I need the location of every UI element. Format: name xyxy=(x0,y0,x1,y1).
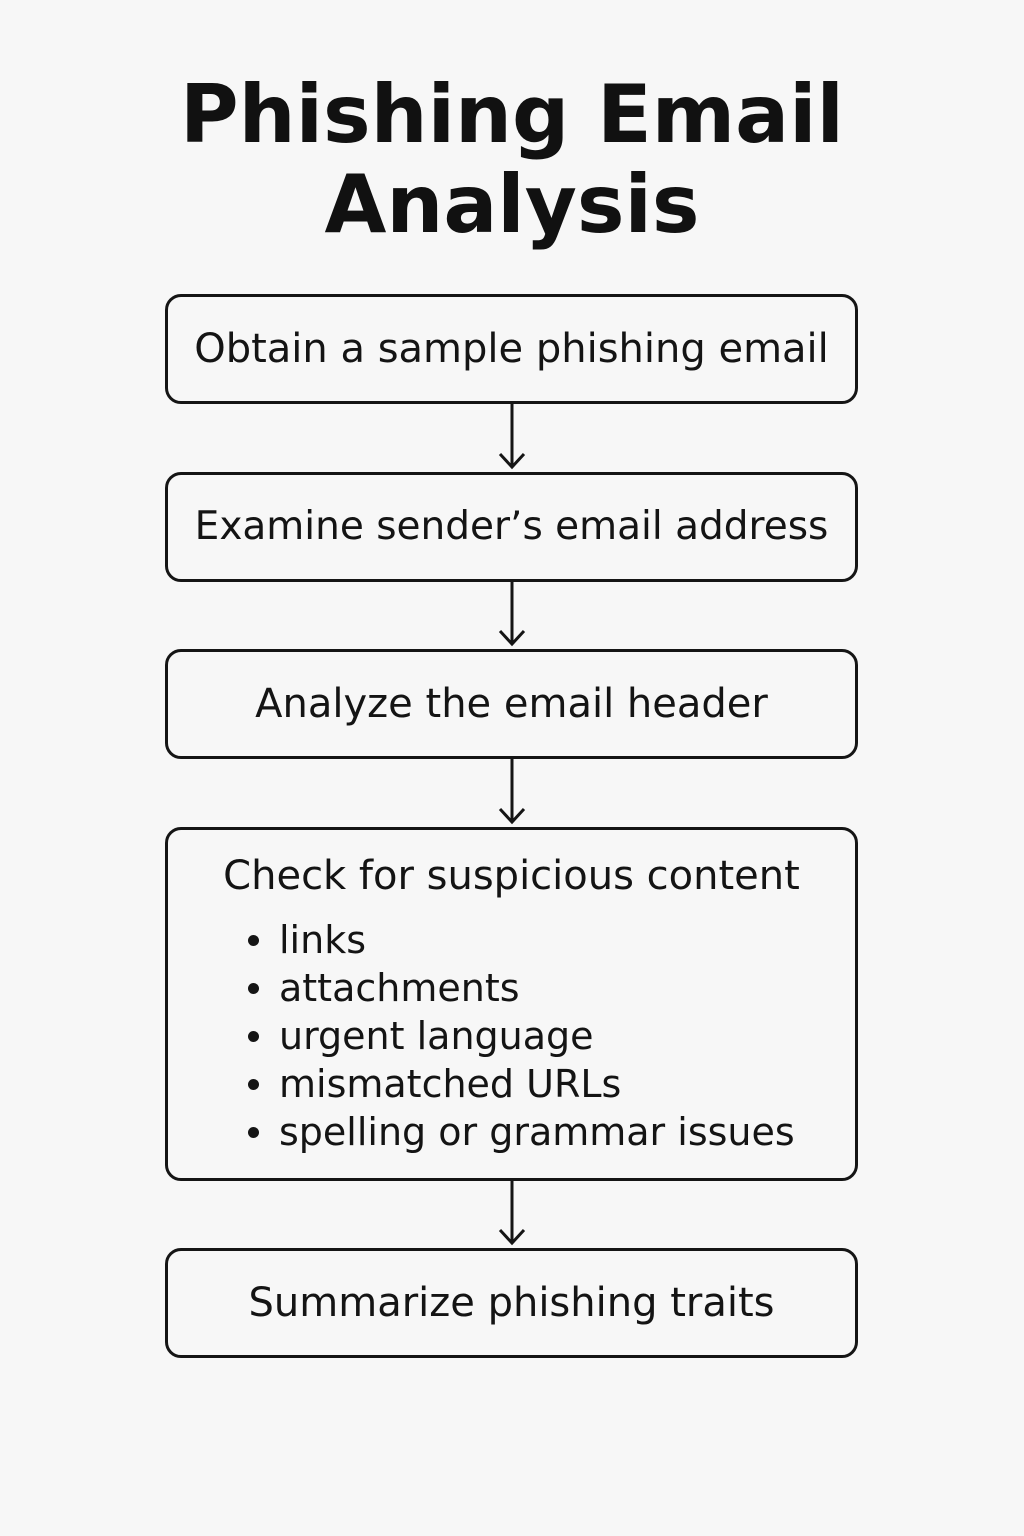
flow-arrow-down xyxy=(497,1181,527,1248)
diagram-title-line-2: Analysis xyxy=(324,158,700,251)
list-item: urgent language xyxy=(244,1012,795,1060)
flow-step-examine-sender: Examine sender’s email address xyxy=(165,472,858,582)
flow-step-label: Check for suspicious content xyxy=(223,853,800,899)
diagram-title-line-1: Phishing Email xyxy=(180,68,844,161)
bullet-icon xyxy=(248,1079,259,1090)
flow-step-analyze-header: Analyze the email header xyxy=(165,649,858,759)
list-item-text: spelling or grammar issues xyxy=(279,1110,795,1154)
flow-arrow-down xyxy=(497,759,527,827)
bullet-icon xyxy=(248,1127,259,1138)
bullet-icon xyxy=(248,935,259,946)
flow-step-label: Examine sender’s email address xyxy=(194,504,829,549)
list-item: spelling or grammar issues xyxy=(244,1108,795,1156)
list-item: attachments xyxy=(244,964,795,1012)
flow-step-label: Obtain a sample phishing email xyxy=(194,326,829,372)
list-item: mismatched URLs xyxy=(244,1060,795,1108)
list-item-text: mismatched URLs xyxy=(279,1062,622,1106)
flow-arrow-down xyxy=(497,404,527,472)
list-item: links xyxy=(244,916,795,964)
list-item-text: urgent language xyxy=(279,1014,594,1058)
flow-step-check-content: Check for suspicious content links attac… xyxy=(165,827,858,1181)
suspicious-content-list: links attachments urgent language mismat… xyxy=(244,916,795,1156)
flow-step-label: Summarize phishing traits xyxy=(248,1280,775,1326)
list-item-text: links xyxy=(279,918,367,962)
bullet-icon xyxy=(248,983,259,994)
bullet-icon xyxy=(248,1031,259,1042)
flow-arrow-down xyxy=(497,582,527,649)
flow-step-label: Analyze the email header xyxy=(255,681,768,727)
flow-step-summarize-traits: Summarize phishing traits xyxy=(165,1248,858,1358)
list-item-text: attachments xyxy=(279,966,520,1010)
flow-step-obtain-sample: Obtain a sample phishing email xyxy=(165,294,858,404)
